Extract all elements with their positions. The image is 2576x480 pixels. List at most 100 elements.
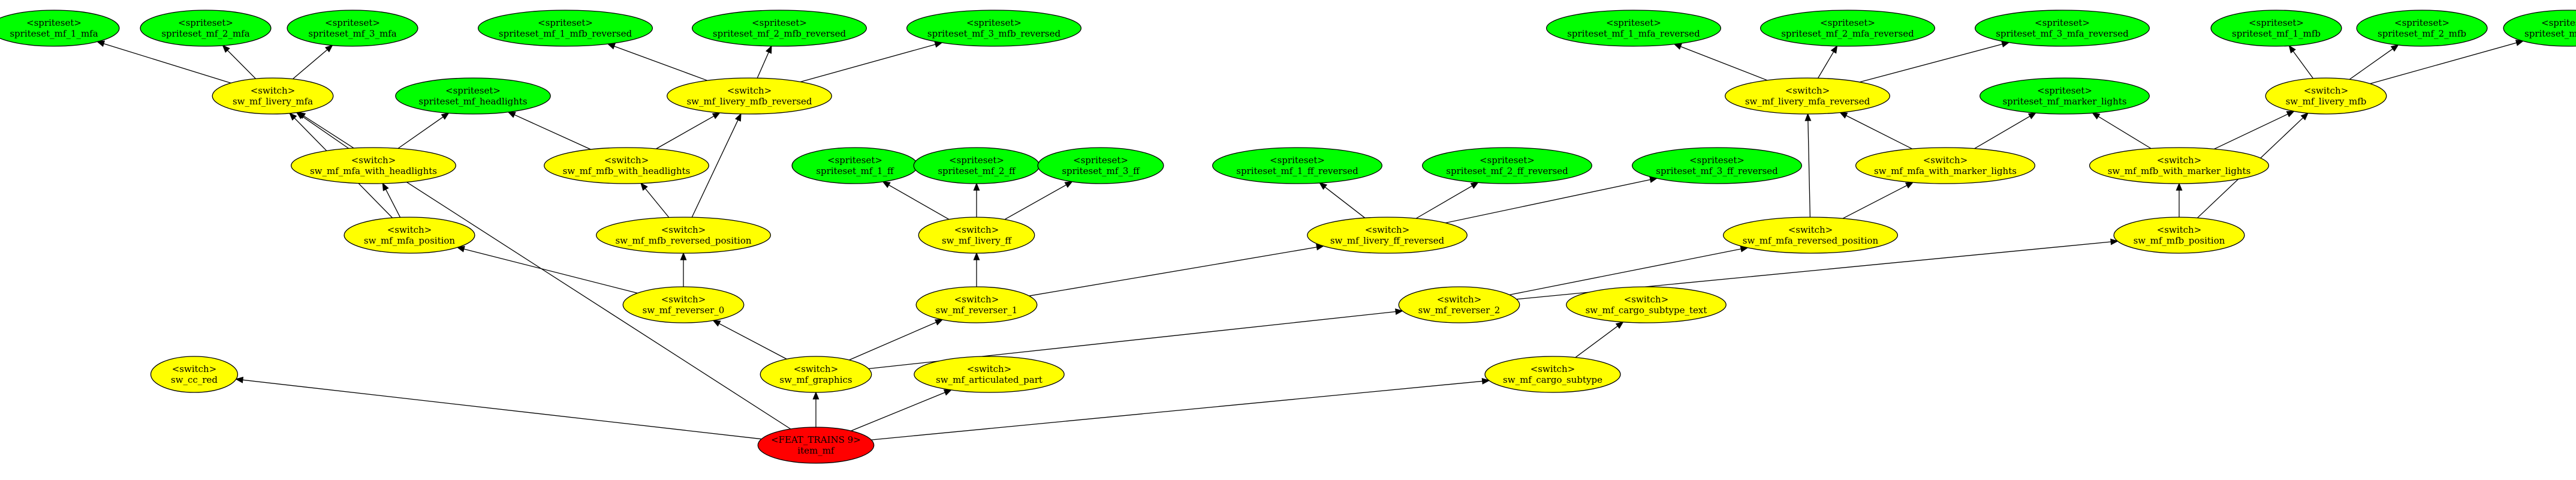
node-type-label: <switch> xyxy=(661,294,706,305)
node-ellipse xyxy=(212,77,334,115)
node-sw_mf_livery_mfb_reversed[interactable]: <switch>sw_mf_livery_mfb_reversed xyxy=(667,77,832,115)
edge-arrowhead xyxy=(2300,112,2309,121)
node-sw_mf_cargo_subtype[interactable]: <switch>sw_mf_cargo_subtype xyxy=(1484,356,1621,393)
node-sw_mf_graphics[interactable]: <switch>sw_mf_graphics xyxy=(760,356,872,393)
node-ss_mf_1_ff_rev[interactable]: <spriteset>spriteset_mf_1_ff_reversed xyxy=(1212,147,1382,184)
node-ss_mf_1_mfa_rev[interactable]: <spriteset>spriteset_mf_1_mfa_reversed xyxy=(1545,10,1721,47)
edge-arrowhead xyxy=(1470,182,1479,189)
node-sw_mf_livery_mfa[interactable]: <switch>sw_mf_livery_mfa xyxy=(212,77,334,115)
node-type-label: <switch> xyxy=(1437,294,1482,305)
edge-item_mf-to-sw_mf_articulated_part xyxy=(851,389,953,431)
node-ss_mf_2_mfb[interactable]: <spriteset>spriteset_mf_2_mfb xyxy=(2356,10,2488,47)
node-ellipse xyxy=(140,10,272,47)
edge-arrowhead xyxy=(324,44,333,53)
node-sw_mf_mfa_reversed_position[interactable]: <switch>sw_mf_mfa_reversed_position xyxy=(1722,217,1898,254)
edge-sw_mf_reverser_0-to-sw_mf_mfb_reversed_position xyxy=(680,252,687,287)
edge-sw_mf_livery_mfa-to-ss_mf_1_mfa xyxy=(96,40,231,84)
node-ss_mf_3_ff[interactable]: <spriteset>spriteset_mf_3_ff xyxy=(1037,147,1164,184)
node-sw_mf_reverser_1[interactable]: <switch>sw_mf_reverser_1 xyxy=(915,286,1038,323)
node-ss_mf_2_mfa_rev[interactable]: <spriteset>spriteset_mf_2_mfa_reversed xyxy=(1759,10,1935,47)
node-ellipse xyxy=(1307,217,1468,254)
node-sw_mf_mfb_reversed_position[interactable]: <switch>sw_mf_mfb_reversed_position xyxy=(596,217,772,254)
node-ss_mf_1_mfb[interactable]: <spriteset>spriteset_mf_1_mfb xyxy=(2210,10,2342,47)
node-ellipse xyxy=(757,427,875,464)
node-ellipse xyxy=(291,147,456,184)
edge-line xyxy=(1807,120,1811,218)
node-sw_mf_mfa_position[interactable]: <switch>sw_mf_mfa_position xyxy=(344,217,475,254)
node-ss_mf_2_ff[interactable]: <spriteset>spriteset_mf_2_ff xyxy=(913,147,1040,184)
node-label: sw_mf_mfb_reversed_position xyxy=(615,235,751,246)
node-sw_mf_reverser_0[interactable]: <switch>sw_mf_reverser_0 xyxy=(622,286,745,323)
node-sw_mf_reverser_2[interactable]: <switch>sw_mf_reverser_2 xyxy=(1398,286,1520,323)
edge-arrowhead xyxy=(2176,182,2183,191)
node-ss_mf_2_mfb_rev[interactable]: <spriteset>spriteset_mf_2_mfb_reversed xyxy=(692,10,867,47)
node-label: spriteset_mf_1_mfa_reversed xyxy=(1567,28,1700,39)
node-item_mf[interactable]: <FEAT_TRAINS 9>item_mf xyxy=(757,427,875,464)
edge-sw_mf_reverser_0-to-sw_mf_mfa_position xyxy=(456,245,638,294)
node-label: spriteset_mf_1_mfb xyxy=(2232,28,2321,39)
edge-arrowhead xyxy=(712,320,721,327)
node-type-label: <spriteset> xyxy=(1480,155,1535,166)
node-label: spriteset_mf_3_mfb xyxy=(2524,28,2576,39)
node-sw_mf_mfa_with_marker_lights[interactable]: <switch>sw_mf_mfa_with_marker_lights xyxy=(1855,147,2036,184)
node-sw_mf_mfb_with_headlights[interactable]: <switch>sw_mf_mfb_with_headlights xyxy=(544,147,709,184)
node-sw_mf_mfb_with_marker_lights[interactable]: <switch>sw_mf_mfb_with_marker_lights xyxy=(2089,147,2270,184)
node-ss_mf_3_ff_rev[interactable]: <spriteset>spriteset_mf_3_ff_reversed xyxy=(1632,147,1802,184)
node-ellipse xyxy=(1566,286,1727,323)
node-label: spriteset_mf_1_mfb_reversed xyxy=(499,28,632,39)
node-sw_mf_cargo_subtype_text[interactable]: <switch>sw_mf_cargo_subtype_text xyxy=(1566,286,1727,323)
node-type-label: <switch> xyxy=(251,85,296,96)
node-label: spriteset_mf_2_ff_reversed xyxy=(1446,166,1568,176)
node-sw_mf_articulated_part[interactable]: <switch>sw_mf_articulated_part xyxy=(914,356,1065,393)
node-ss_mf_1_mfa[interactable]: <spriteset>spriteset_mf_1_mfa xyxy=(0,10,120,47)
edge-line xyxy=(2098,116,2152,149)
edge-line xyxy=(849,322,937,361)
node-ss_mf_2_ff_rev[interactable]: <spriteset>spriteset_mf_2_ff_reversed xyxy=(1422,147,1592,184)
node-ss_mf_1_mfb_rev[interactable]: <spriteset>spriteset_mf_1_mfb_reversed xyxy=(478,10,653,47)
edge-sw_mf_graphics-to-sw_mf_reverser_1 xyxy=(849,319,944,361)
edge-arrowhead xyxy=(734,113,742,122)
edge-sw_mf_cargo_subtype-to-sw_mf_cargo_subtype_text xyxy=(1575,321,1624,358)
node-label: spriteset_mf_3_mfa_reversed xyxy=(1996,28,2129,39)
edge-sw_mf_mfa_with_headlights-to-ss_mf_headlights xyxy=(397,112,450,149)
edge-line xyxy=(1029,247,1317,296)
edge-sw_mf_livery_ff_reversed-to-ss_mf_2_ff_rev xyxy=(1415,182,1479,219)
edge-sw_mf_mfa_reversed_position-to-sw_mf_livery_mfa_reversed xyxy=(1804,113,1812,218)
edge-sw_mf_mfa_with_headlights-to-sw_mf_livery_mfa xyxy=(296,112,349,149)
edge-line xyxy=(691,119,739,218)
node-sw_mf_mfb_position[interactable]: <switch>sw_mf_mfb_position xyxy=(2113,217,2245,254)
node-sw_mf_livery_ff[interactable]: <switch>sw_mf_livery_ff xyxy=(918,217,1035,254)
node-ellipse xyxy=(596,217,772,254)
node-sw_mf_livery_mfa_reversed[interactable]: <switch>sw_mf_livery_mfa_reversed xyxy=(1725,77,1890,115)
node-ss_mf_marker_lights[interactable]: <spriteset>spriteset_mf_marker_lights xyxy=(1980,77,2150,115)
edge-sw_mf_livery_mfb_reversed-to-ss_mf_2_mfb_rev xyxy=(757,45,772,79)
node-sw_mf_livery_mfb[interactable]: <switch>sw_mf_livery_mfb xyxy=(2265,77,2387,115)
node-label: sw_mf_reverser_0 xyxy=(643,305,725,316)
node-sw_mf_livery_ff_reversed[interactable]: <switch>sw_mf_livery_ff_reversed xyxy=(1307,217,1468,254)
node-ellipse xyxy=(906,10,1082,47)
node-label: sw_mf_livery_mfa_reversed xyxy=(1745,96,1870,107)
node-ss_mf_1_ff[interactable]: <spriteset>spriteset_mf_1_ff xyxy=(791,147,918,184)
node-ellipse xyxy=(150,356,239,393)
edge-arrowhead xyxy=(1804,113,1812,121)
node-ss_mf_2_mfa[interactable]: <spriteset>spriteset_mf_2_mfa xyxy=(140,10,272,47)
node-ellipse xyxy=(692,10,867,47)
node-sw_cc_red[interactable]: <switch>sw_cc_red xyxy=(150,356,239,393)
node-sw_mf_mfa_with_headlights[interactable]: <switch>sw_mf_mfa_with_headlights xyxy=(291,147,456,184)
node-ellipse xyxy=(918,217,1035,254)
node-ellipse xyxy=(395,77,551,115)
edge-arrowhead xyxy=(766,45,772,54)
node-ss_mf_3_mfb[interactable]: <spriteset>spriteset_mf_3_mfb xyxy=(2503,10,2576,47)
node-label: sw_mf_mfb_position xyxy=(2134,235,2225,246)
edge-arrowhead xyxy=(812,391,820,400)
node-ss_mf_headlights[interactable]: <spriteset>spriteset_mf_headlights xyxy=(395,77,551,115)
node-ss_mf_3_mfb_rev[interactable]: <spriteset>spriteset_mf_3_mfb_reversed xyxy=(906,10,1082,47)
node-ss_mf_3_mfa_rev[interactable]: <spriteset>spriteset_mf_3_mfa_reversed xyxy=(1974,10,2150,47)
node-label: spriteset_mf_2_mfa_reversed xyxy=(1781,28,1914,39)
node-ellipse xyxy=(1980,77,2150,115)
edge-sw_mf_livery_ff-to-ss_mf_1_ff xyxy=(882,181,950,220)
node-label: spriteset_mf_1_ff_reversed xyxy=(1236,166,1358,176)
node-ss_mf_3_mfa[interactable]: <spriteset>spriteset_mf_3_mfa xyxy=(287,10,418,47)
node-type-label: <FEAT_TRAINS 9> xyxy=(771,434,861,445)
